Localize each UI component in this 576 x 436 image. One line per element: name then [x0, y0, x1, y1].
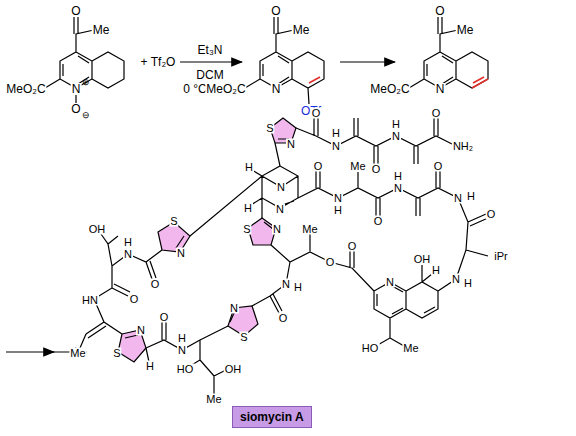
atom-label: OH [224, 364, 243, 375]
atom-label: O [278, 313, 289, 324]
atom-label: Me [301, 224, 318, 235]
atom-label: N [71, 83, 82, 95]
atom-label: S [265, 123, 274, 134]
atom-label: O [159, 312, 170, 323]
atom-label: N [123, 249, 133, 260]
atom-label: N [333, 193, 343, 204]
atom-label: N [276, 182, 286, 193]
new-double-bond [309, 77, 320, 83]
atom-label: MeO₂C [369, 83, 410, 95]
reagent-text: Et₃N [197, 44, 224, 56]
atom-label: H [466, 191, 476, 202]
atom-label: H [393, 171, 403, 182]
atom-label: O [434, 5, 445, 17]
compound-name: siomycin A [240, 410, 304, 424]
atom-label: N [391, 131, 401, 142]
atom-label: O [70, 5, 81, 17]
atom-label: iPr [493, 251, 508, 262]
atom-label: O [270, 5, 281, 17]
atom-label: Me [349, 161, 366, 172]
atom-label: H [331, 128, 341, 139]
atom-label: H [177, 333, 187, 344]
atom-label: N [331, 141, 341, 152]
atom-label: ⊕ [81, 78, 91, 87]
atom-label: N [176, 248, 186, 259]
product-bonds [409, 17, 488, 88]
atom-label: O [313, 161, 324, 172]
atom-label: N [271, 83, 282, 95]
atom-label: Me [456, 24, 475, 36]
atom-label: H [431, 265, 441, 276]
atom-label: S [169, 216, 178, 227]
atom-label: N [385, 277, 395, 288]
reaction-arrow [180, 61, 242, 62]
atom-label: NH₂ [452, 141, 474, 152]
multistep-arrow [6, 351, 54, 352]
atom-label: ⊖ [81, 111, 91, 120]
atom-label: MeO₂C [205, 83, 246, 95]
starting-material-bonds [45, 17, 124, 104]
atom-label: N [281, 279, 291, 290]
atom-label: N [393, 183, 403, 194]
bonds [6, 17, 488, 394]
atom-label: H [463, 278, 473, 289]
atom-label: OH [88, 224, 107, 235]
atom-label: O [70, 103, 81, 115]
atom-label: H [243, 203, 253, 214]
atom-label: H [145, 361, 155, 372]
atom-label: Me [69, 348, 86, 359]
atom-label: Me [205, 394, 222, 405]
atom-label: N [453, 193, 463, 204]
atom-label: N [435, 83, 446, 95]
atom-label: HO [176, 364, 195, 375]
atom-label: N [275, 204, 285, 215]
atom-label: O [325, 257, 336, 268]
atom-label: N [229, 303, 239, 314]
triflate-bonds [245, 17, 324, 104]
reagent-text: + Tf₂O [140, 56, 177, 68]
thiazole-rings [118, 118, 296, 362]
atom-label: O [486, 209, 497, 220]
atom-label: O [371, 164, 382, 175]
atom-label: O [373, 216, 384, 227]
atom-label: N [451, 274, 461, 285]
atom-label: N [272, 224, 282, 235]
atom-label: OH [413, 254, 432, 265]
atom-label: H [333, 205, 343, 216]
atom-label: H [293, 282, 303, 293]
atom-label: Me [402, 343, 419, 354]
atom-label: MeO₂C [5, 83, 46, 95]
atom-label: N [286, 139, 296, 150]
atom-label: H [244, 162, 254, 173]
atom-label: S [242, 224, 251, 235]
siomycin-bonds [80, 118, 488, 394]
atom-label: H [123, 237, 133, 248]
new-double-bond [472, 77, 488, 88]
atom-label: N [177, 345, 187, 356]
atom-label: S [112, 348, 121, 359]
atom-label: N [136, 325, 146, 336]
atom-label: O [433, 161, 444, 172]
atom-label: O [150, 279, 161, 290]
reaction-arrow [340, 61, 395, 62]
atom-label: O [431, 108, 442, 119]
atom-label: O [311, 108, 322, 119]
atom-label: Me [292, 24, 311, 36]
atom-label: O [347, 241, 358, 252]
atom-label: HO [361, 343, 380, 354]
atom-label: Me [92, 24, 111, 36]
atom-label: S [239, 332, 248, 343]
atom-label: O [129, 294, 140, 305]
atom-label: H [391, 119, 401, 130]
reagent-text: DCM [195, 69, 224, 81]
compound-name-box: siomycin A [232, 406, 312, 428]
atom-label: HN [81, 295, 99, 306]
